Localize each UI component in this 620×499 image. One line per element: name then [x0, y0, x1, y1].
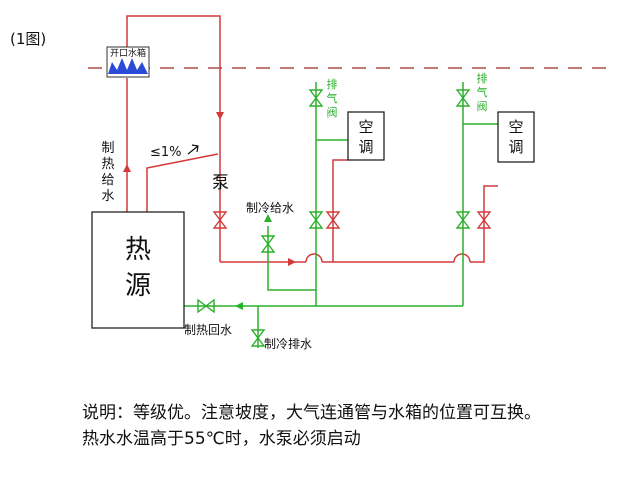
cold-drain-valve: [250, 329, 266, 347]
cold-riser-valve-2: [455, 211, 471, 229]
heat-source-label-1: 热: [125, 235, 151, 265]
vent-valve-1-label: 排 气 阀: [327, 77, 338, 119]
svg-text:气: 气: [327, 91, 338, 105]
heat-supply-label: 制 热 给 水: [101, 141, 114, 204]
ac-unit-1-label-1: 空: [358, 118, 373, 136]
hot-branch-valve-2: [476, 211, 492, 229]
heat-return-valve: [197, 298, 215, 314]
figure-label: (1图): [10, 30, 46, 48]
heat-source-box: [91, 211, 185, 329]
pump-valve: [212, 211, 228, 229]
hot-branch-valve-1: [325, 211, 341, 229]
pump-label: 泵: [212, 173, 229, 193]
cold-water-piping: [183, 82, 498, 348]
ac-unit-1-label-2: 调: [358, 138, 373, 156]
svg-text:水: 水: [101, 189, 114, 204]
explanation-note: 说明：等级优。注意坡度，大气连通管与水箱的位置可互换。热水水温高于55℃时，水泵…: [82, 403, 541, 449]
svg-text:排: 排: [477, 71, 488, 85]
heat-return-label: 制热回水: [184, 323, 232, 337]
tank-water-icon: [108, 58, 148, 74]
cold-flow-arrows: [235, 214, 272, 310]
cold-drain-label: 制冷排水: [264, 337, 312, 351]
slope-arrow-icon: [187, 144, 199, 155]
vent-valve-2-label: 排 气 阀: [477, 71, 488, 113]
vent-valve-2: [455, 89, 471, 107]
svg-text:制: 制: [101, 141, 114, 156]
heat-source-label-2: 源: [125, 271, 151, 301]
svg-text:热: 热: [101, 157, 114, 172]
cold-supply-valve: [260, 235, 276, 253]
svg-text:气: 气: [477, 85, 488, 99]
svg-text:阀: 阀: [327, 105, 338, 119]
cold-supply-label: 制冷给水: [246, 201, 294, 215]
ac-unit-2: [497, 111, 535, 163]
slope-label: ≤1%: [150, 145, 182, 160]
svg-text:给: 给: [101, 173, 114, 188]
ac-unit-2-label-2: 调: [508, 138, 523, 156]
ac-unit-2-label-1: 空: [508, 118, 523, 136]
tank-label: 开口水箱: [110, 47, 146, 59]
svg-text:阀: 阀: [477, 99, 488, 113]
cold-riser-valve-1: [308, 211, 324, 229]
svg-text:排: 排: [327, 77, 338, 91]
ac-unit-1: [347, 111, 385, 161]
vent-valve-1: [308, 89, 324, 107]
hot-flow-arrows: [123, 112, 296, 266]
